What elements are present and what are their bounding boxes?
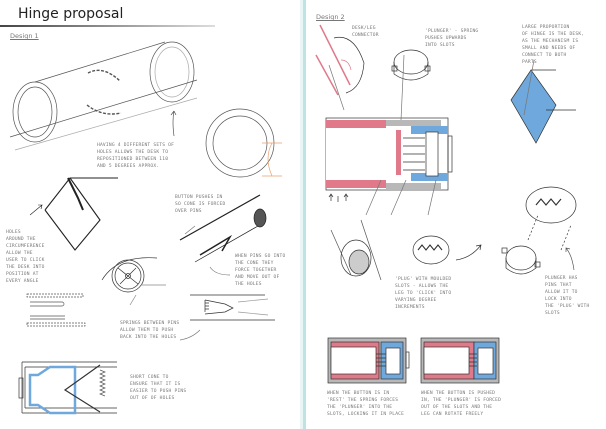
design-1-heading: Design 1 xyxy=(10,32,39,40)
pushed-section-sketch xyxy=(420,337,500,384)
note-cone: When pins go into the cone they force to… xyxy=(235,254,286,287)
design-2-heading: Design 2 xyxy=(316,13,345,21)
note-connector: Desk/leg connector xyxy=(352,26,379,38)
note-plunger-pins: Plunger has pins that allow it to lock i… xyxy=(545,276,590,316)
rest-section-sketch xyxy=(327,337,410,384)
cone-section-sketch xyxy=(18,361,117,415)
page-title: Hinge proposal xyxy=(18,6,124,22)
note-springs: Springs between pins allow them to push … xyxy=(120,321,180,340)
sleeve-sketch xyxy=(330,219,382,281)
connector-sketch xyxy=(315,24,365,96)
pin-details-sketch xyxy=(26,293,86,327)
page-spine xyxy=(300,0,303,429)
title-underline xyxy=(0,25,215,27)
plunger-cap-sketch xyxy=(391,49,431,81)
slotted-plug-sketch xyxy=(412,235,482,265)
note-button: Button pushes in so cone is forced over … xyxy=(175,195,226,214)
main-section-sketch xyxy=(325,54,453,216)
note-circumference: Holes around the circumference allow the… xyxy=(6,230,45,284)
springs-sketch xyxy=(179,294,275,341)
note-proportion: Large proportion of hinge is the desk, a… xyxy=(522,25,585,65)
ring-sketch xyxy=(205,108,282,178)
desk-block-sketch xyxy=(510,59,576,144)
plunger-pins-sketch xyxy=(501,245,575,275)
note-plug: 'Plug' with moulded slots - allows the l… xyxy=(395,277,452,310)
note-holes-sets: Having 4 different sets of holes allows … xyxy=(97,143,175,169)
design-2-sketches xyxy=(315,24,577,384)
note-short-cone: Short cone to ensure that it is easier t… xyxy=(130,375,187,401)
hinge-flap-sketch xyxy=(29,177,118,251)
note-pushed: When the button is pushed in, the 'plung… xyxy=(421,391,502,417)
note-plunger: 'Plunger' - spring pushes upwards into s… xyxy=(425,29,479,48)
right-page: Design 2 Desk/leg connector 'Plunger' - … xyxy=(303,0,606,429)
plug-sketch xyxy=(525,186,577,251)
wheel-sketch xyxy=(101,257,166,306)
design-1-sketches xyxy=(9,41,282,415)
tube-sketch xyxy=(9,41,198,151)
left-page: Hinge proposal Design 1 Having 4 differe… xyxy=(0,0,300,429)
pin-assembly-sketch xyxy=(179,194,267,276)
note-rest: When the button is in 'rest' the spring … xyxy=(327,391,405,417)
